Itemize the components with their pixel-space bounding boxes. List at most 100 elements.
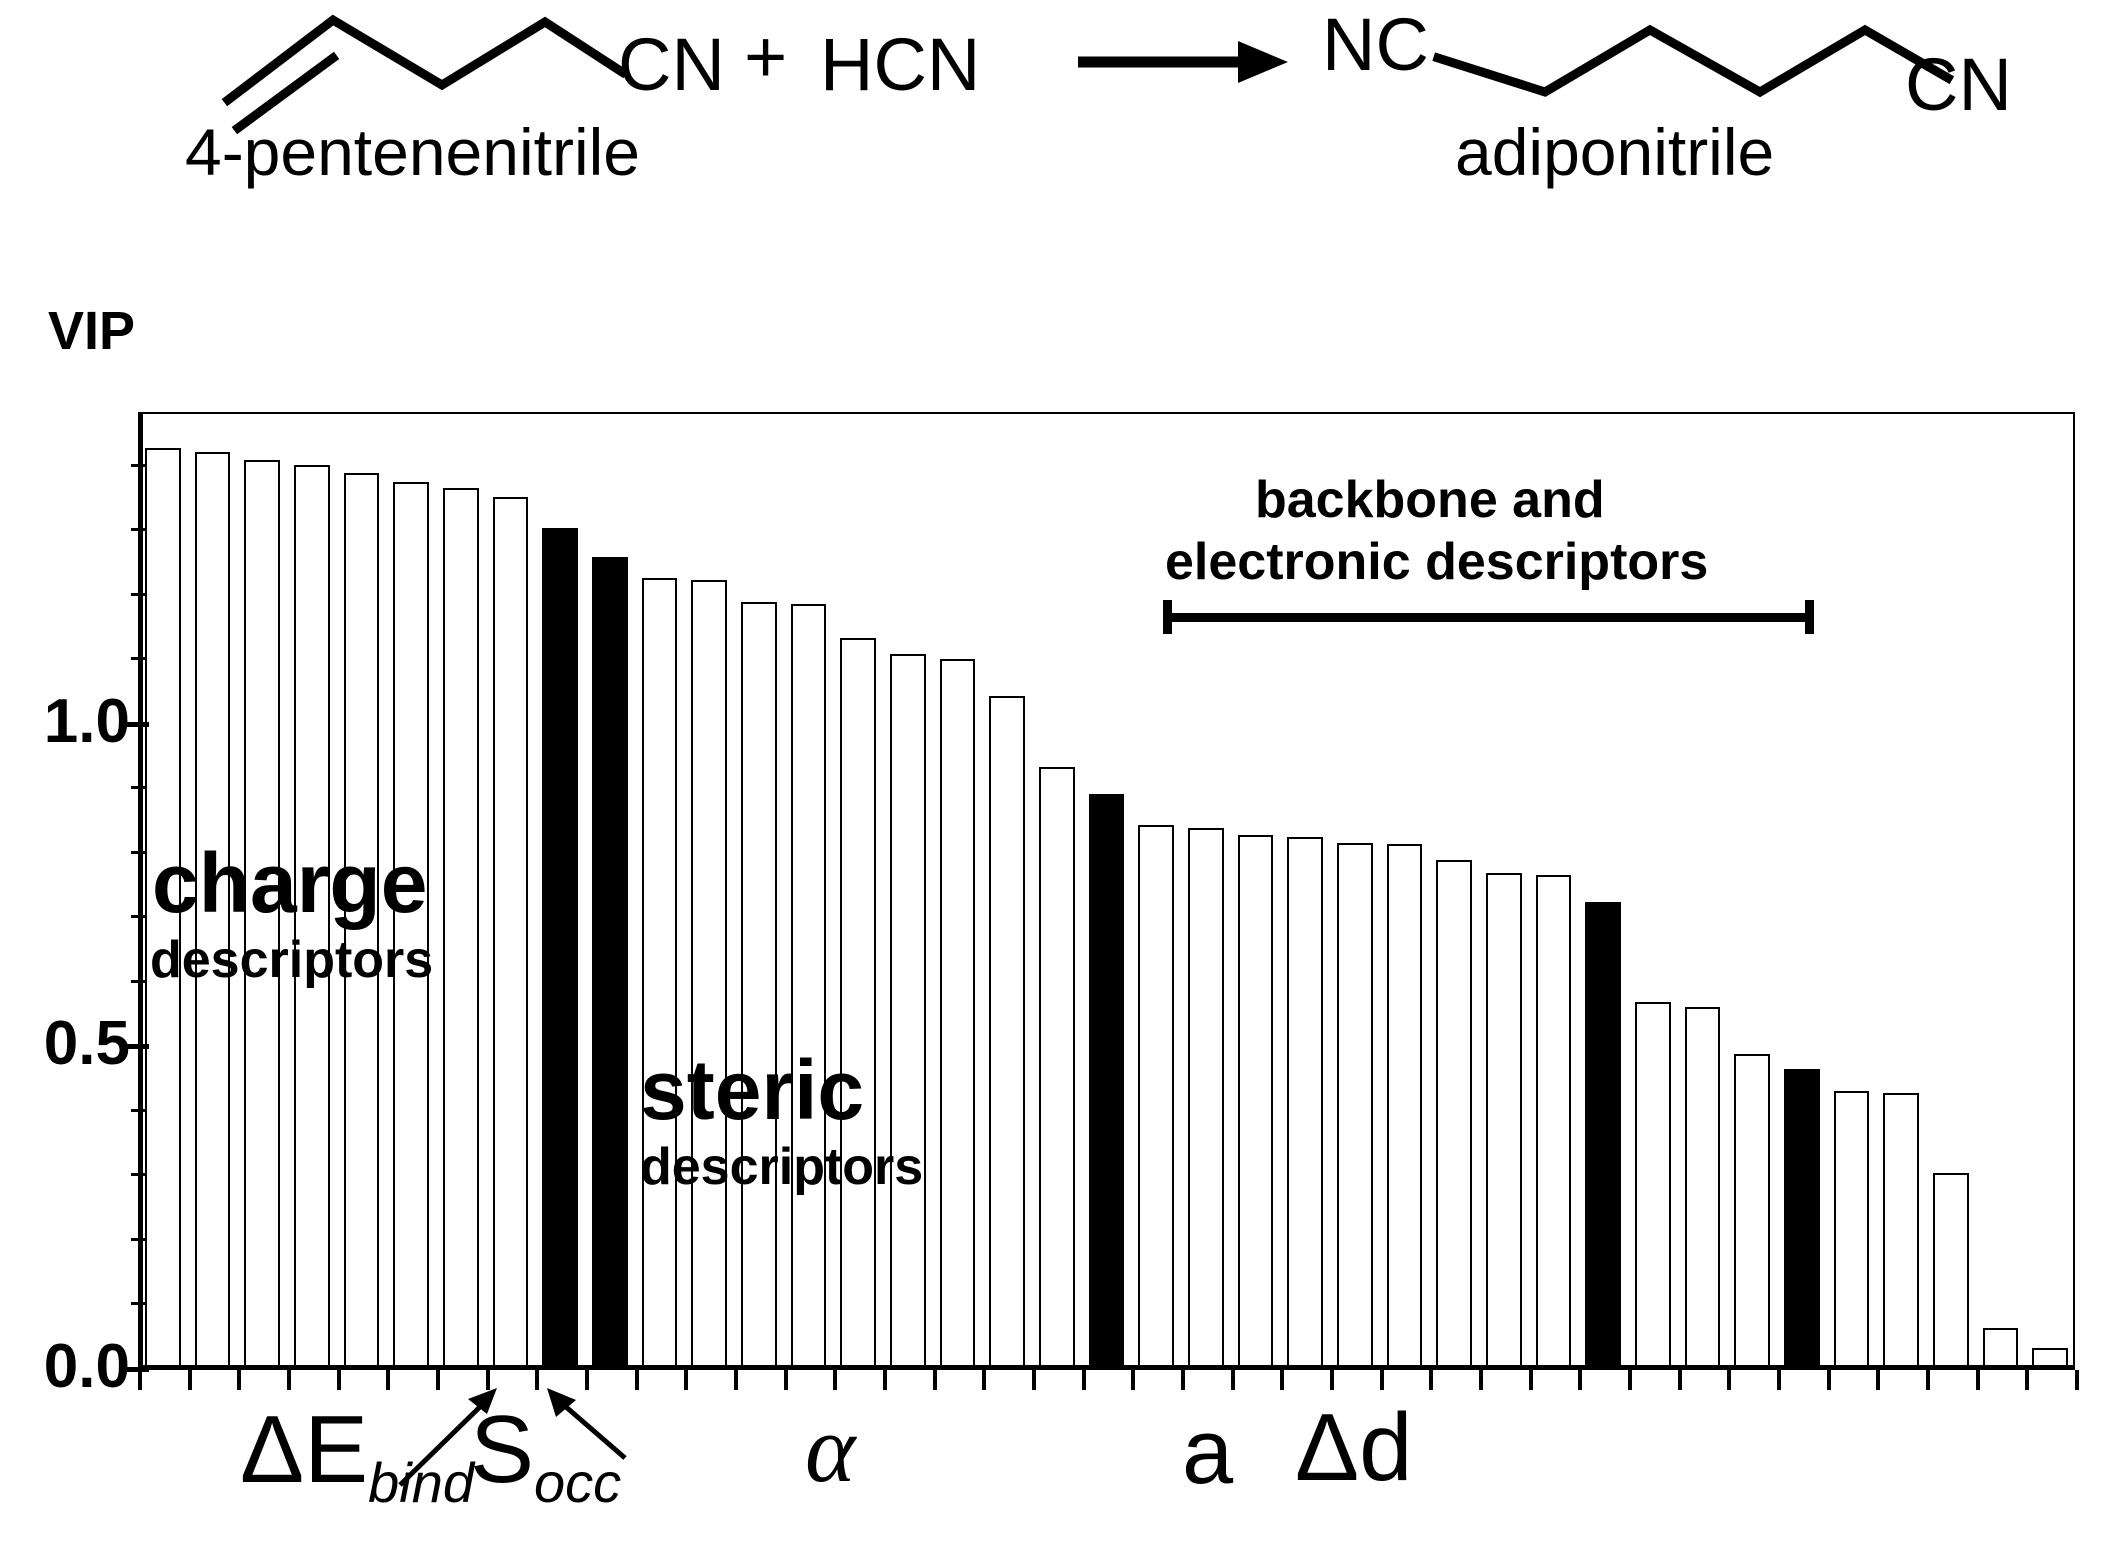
reactant-name-label: 4-pentenenitrile [185,115,640,189]
x-label-s-occ: Socc [470,1395,621,1515]
bar-d7 [442,488,479,1367]
product-nc-label: NC [1322,3,1429,86]
x-tick [237,1370,242,1390]
x-tick [1032,1370,1036,1390]
x-tick [2075,1370,2079,1390]
bar-dEbind [542,528,579,1367]
x-tick [1330,1370,1334,1390]
x-tick [1280,1370,1285,1390]
x-tick [1578,1370,1583,1390]
x-tick [634,1370,639,1390]
y-tick-minor [131,1173,145,1177]
y-tick-minor [131,592,145,596]
x-tick [485,1370,490,1390]
charge-descriptors-sublabel: descriptors [150,931,434,989]
x-tick [883,1370,887,1390]
bar-s8 [989,695,1026,1367]
x-tick [783,1370,788,1390]
charge-descriptors-label: charge [152,836,428,930]
plot-frame [138,412,2075,1370]
bar-b4 [1287,836,1324,1367]
bar-a [1585,902,1622,1367]
bar-s9 [1038,766,1075,1367]
scheme-structures [221,14,1955,135]
x-tick [535,1370,540,1390]
backbone-label-line1: backbone and [1255,471,1605,529]
y-tick-label-1.0: 1.0 [43,686,130,756]
y-axis-title: VIP [47,301,135,361]
x-tick [1926,1370,1930,1390]
x-tick [1131,1370,1136,1390]
x-tick [336,1370,341,1390]
bar-s6 [889,653,926,1367]
y-tick-minor [131,979,145,983]
x-tick [982,1370,987,1390]
reactant-cn-label: CN [618,23,725,106]
y-tick-major-0.5 [127,1044,149,1050]
bar-b9 [1535,875,1572,1367]
backbone-label-line2: electronic descriptors [1165,533,1709,591]
bar-b3 [1237,834,1274,1367]
x-tick [684,1370,689,1390]
bar-s2 [691,579,728,1367]
steric-descriptors-label: steric [640,1043,865,1137]
bar-alpha [1088,794,1125,1367]
y-tick-label-0.0: 0.0 [43,1332,130,1401]
x-tick [1181,1370,1185,1390]
x-tick [2025,1370,2030,1390]
x-tick [187,1370,192,1390]
backbone-electronic-bracket [1163,600,1814,634]
x-tick [932,1370,937,1390]
y-tick-minor [131,463,145,467]
x-tick [833,1370,838,1390]
bar-Socc [591,557,628,1367]
bar-e4 [1833,1090,1870,1367]
x-tick [287,1370,291,1390]
pentenenitrile-skeleton [221,14,629,135]
x-tick [1528,1370,1533,1390]
bar-d3 [244,460,281,1367]
x-label-delta-e-bind: ΔEbind [240,1395,474,1515]
reaction-scheme: CN + HCN NC CN 4-pentenenitrile adiponit… [0,0,2112,260]
bar-d6 [393,481,430,1367]
bar-s3 [740,602,777,1367]
y-tick-minor [131,850,145,854]
bar-e6 [1932,1173,1969,1367]
y-tick-major-0.0 [127,1367,149,1372]
bar-e2 [1684,1006,1721,1367]
y-tick-minor [131,1302,145,1306]
x-tick [1677,1370,1682,1390]
bar-e5 [1883,1092,1920,1367]
delta-e-subscript: bind [368,1451,475,1515]
bar-s7 [939,658,976,1367]
x-tick [436,1370,440,1390]
x-tick [1876,1370,1881,1390]
adiponitrile-skeleton [1432,24,1955,98]
bar-series [138,412,2075,1367]
x-tick [1628,1370,1632,1390]
bar-undefined [2032,1347,2069,1367]
y-tick-major-1.0 [127,721,149,727]
bar-s4 [790,604,827,1367]
x-label-delta-d: Δd [1295,1394,1413,1501]
x-tick [1975,1370,1980,1390]
bar-e7 [1982,1328,2019,1367]
steric-descriptors-sublabel: descriptors [640,1138,924,1196]
bar-b6 [1386,844,1423,1367]
y-tick-minor [131,528,145,532]
bar-d4 [293,464,330,1367]
hcn-label: HCN [820,23,981,106]
bar-e3 [1734,1054,1771,1367]
product-cn-label: CN [1905,43,2012,126]
x-tick [1727,1370,1732,1390]
y-tick-minor [131,657,145,661]
x-label-alpha: α [805,1395,856,1502]
product-name-label: adiponitrile [1455,115,1775,189]
delta-e-main: ΔE [240,1396,369,1503]
bar-b1 [1138,824,1175,1367]
bar-b5 [1336,843,1373,1367]
x-tick [734,1370,738,1390]
s-occ-subscript: occ [534,1451,622,1515]
bar-b8 [1485,873,1522,1367]
bar-d1 [144,447,181,1367]
